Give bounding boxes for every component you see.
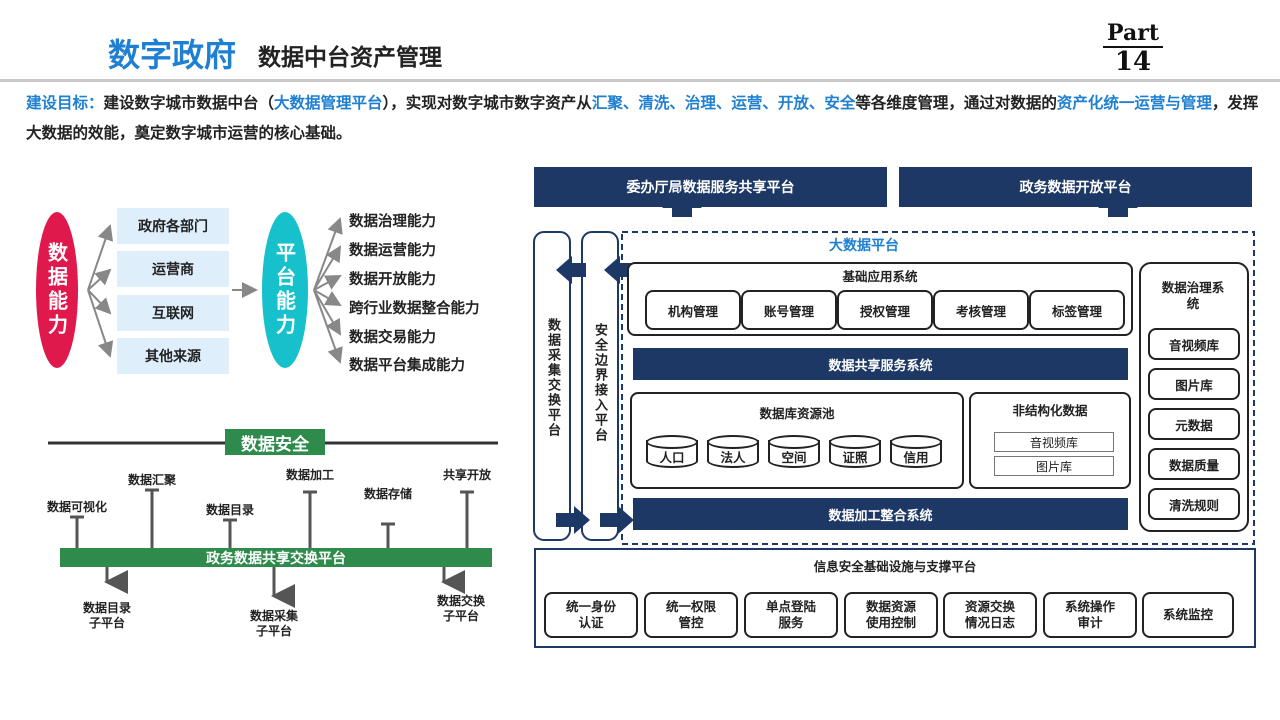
- data-security-title: 数据安全: [225, 429, 325, 455]
- module-box: 机构管理: [645, 290, 741, 330]
- db-item: 空间: [781, 450, 807, 465]
- module-box: 考核管理: [933, 290, 1029, 330]
- construction-goal: 建设目标：建设数字城市数据中台（大数据管理平台），实现对数字城市数字资产从汇聚、…: [26, 88, 1266, 148]
- database-cylinder: 信用: [890, 435, 942, 469]
- timeline-label: 数据加工: [285, 468, 334, 482]
- data-share-service-bar: 数据共享服务系统: [633, 348, 1128, 380]
- security-boundary-platform: 安全边界接入平台: [592, 323, 607, 443]
- database-cylinder: 人口: [646, 435, 698, 469]
- timeline-label: 数据汇聚: [127, 473, 176, 487]
- page-title: 数据中台资产管理: [258, 45, 442, 71]
- security-item: 系统操作 审计: [1043, 592, 1137, 638]
- goal-text: ，发挥大数据的效能，奠定数字城市运营的核心基础。: [26, 94, 1259, 142]
- governance-title: 数据治理系统: [1161, 280, 1225, 311]
- security-item: 统一身份 认证: [544, 592, 638, 638]
- database-cylinder: 证照: [829, 435, 881, 469]
- source-item: 运营商: [117, 251, 229, 287]
- exchange-platform-bar: 政务数据共享交换平台: [60, 548, 492, 567]
- part-badge: Part 14: [1103, 22, 1163, 75]
- subplatform-label: 数据目录 子平台: [82, 601, 131, 630]
- capability-item: 数据交易能力: [349, 330, 436, 346]
- capability-item: 跨行业数据整合能力: [349, 301, 480, 317]
- security-item: 资源交换 情况日志: [943, 592, 1037, 638]
- top-platform-left: 委办厅局数据服务共享平台: [534, 167, 887, 207]
- capability-connectors: [87, 217, 343, 364]
- basic-app-title: 基础应用系统: [842, 269, 918, 284]
- capability-item: 数据开放能力: [349, 272, 436, 288]
- timeline-label: 数据可视化: [46, 500, 107, 514]
- module-box: 授权管理: [837, 290, 933, 330]
- bigdata-platform-title: 大数据平台: [829, 238, 899, 254]
- unstructured-item: 音视频库: [994, 432, 1114, 452]
- capability-item: 数据治理能力: [349, 214, 436, 230]
- governance-item: 音视频库: [1148, 328, 1240, 360]
- goal-text: 建设数字城市数据中台（: [103, 94, 275, 112]
- security-item: 单点登陆 服务: [744, 592, 838, 638]
- capability-item: 数据运营能力: [349, 243, 436, 259]
- goal-text: ），实现对数字城市数字资产从: [382, 94, 592, 112]
- security-item: 数据资源 使用控制: [844, 592, 938, 638]
- source-item: 政府各部门: [117, 208, 229, 244]
- db-item: 信用: [903, 450, 929, 465]
- security-infrastructure: [534, 548, 1256, 648]
- data-process-bar: 数据加工整合系统: [633, 498, 1128, 530]
- governance-item: 数据质量: [1148, 448, 1240, 480]
- database-cylinder: 法人: [707, 435, 759, 469]
- module-box: 标签管理: [1029, 290, 1125, 330]
- page-title-highlight: 数字政府: [108, 36, 237, 74]
- governance-item: 清洗规则: [1148, 488, 1240, 520]
- subplatform-label: 数据交换 子平台: [436, 594, 485, 623]
- part-number: 14: [1103, 46, 1163, 75]
- governance-item: 元数据: [1148, 408, 1240, 440]
- db-item: 人口: [659, 450, 685, 465]
- capability-item: 数据平台集成能力: [349, 358, 465, 374]
- goal-text: 等各维度管理，通过对数据的: [855, 94, 1057, 112]
- header-divider: [0, 79, 1280, 82]
- module-box: 账号管理: [741, 290, 837, 330]
- timeline-label: 数据目录: [205, 503, 254, 517]
- goal-highlight: 汇聚、清洗、治理、运营、开放、安全: [591, 94, 856, 112]
- goal-highlight: 大数据管理平台: [274, 94, 383, 112]
- database-cylinder: 空间: [768, 435, 820, 469]
- unstructured-item: 图片库: [994, 456, 1114, 476]
- subplatform-label: 数据采集 子平台: [249, 609, 298, 638]
- unstructured-title: 非结构化数据: [1012, 403, 1088, 418]
- security-item: 统一权限 管控: [644, 592, 738, 638]
- source-item: 互联网: [117, 295, 229, 331]
- goal-highlight: 资产化统一运营与管理: [1056, 94, 1212, 112]
- security-title: 信息安全基础设施与支撑平台: [813, 559, 977, 574]
- part-word: Part: [1107, 20, 1159, 46]
- top-platform-right: 政务数据开放平台: [899, 167, 1252, 207]
- collection-exchange-platform: 数据采集交换平台: [545, 318, 560, 438]
- governance-item: 图片库: [1148, 368, 1240, 400]
- source-item: 其他来源: [117, 338, 229, 374]
- security-item: 系统监控: [1142, 592, 1234, 638]
- db-item: 法人: [720, 450, 746, 465]
- db-item: 证照: [842, 450, 868, 465]
- goal-highlight: 建设目标：: [26, 94, 104, 112]
- data-capability-oval: 数据能力: [36, 212, 78, 368]
- timeline-label: 共享开放: [442, 468, 491, 482]
- platform-capability-oval: 平台能力: [262, 212, 308, 368]
- timeline-label: 数据存储: [363, 487, 412, 501]
- db-pool-title: 数据库资源池: [759, 406, 835, 421]
